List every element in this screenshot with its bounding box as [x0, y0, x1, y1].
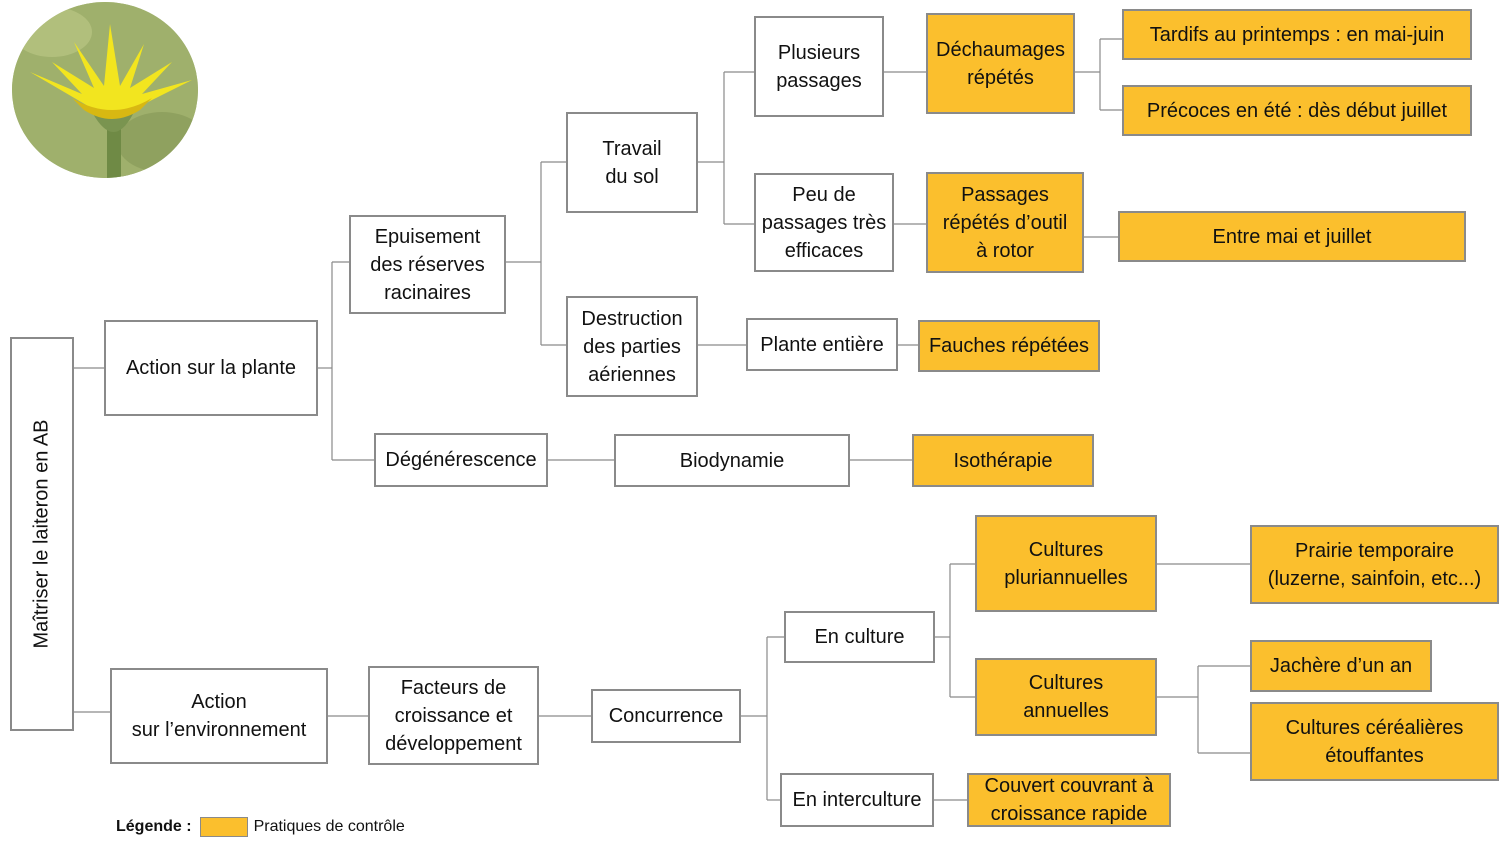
legend: Légende : Pratiques de contrôle	[116, 816, 405, 838]
root-node: Maîtriser le laiteron en AB	[10, 337, 74, 731]
node-jachere: Jachère d’un an	[1250, 640, 1432, 692]
node-plante-entiere: Plante entière	[746, 318, 898, 371]
legend-label: Légende :	[116, 818, 192, 835]
node-plusieurs-passages: Plusieurs passages	[754, 16, 884, 117]
node-cerealieres: Cultures céréalières étouffantes	[1250, 702, 1499, 781]
node-concurrence: Concurrence	[591, 689, 741, 743]
node-pluriannuelles: Cultures pluriannuelles	[975, 515, 1157, 612]
node-precoces: Précoces en été : dès début juillet	[1122, 85, 1472, 136]
node-dechaumages: Déchaumages répétés	[926, 13, 1075, 114]
root-label: Maîtriser le laiteron en AB	[30, 419, 53, 649]
node-en-culture: En culture	[784, 611, 935, 663]
node-facteurs: Facteurs de croissance et développement	[368, 666, 539, 765]
node-en-interculture: En interculture	[780, 773, 934, 827]
node-prairie: Prairie temporaire (luzerne, sainfoin, e…	[1250, 525, 1499, 604]
node-couvert: Couvert couvrant à croissance rapide	[967, 773, 1171, 827]
node-travail-sol: Travail du sol	[566, 112, 698, 213]
flower-illustration	[12, 2, 198, 178]
node-entre-mai-juillet: Entre mai et juillet	[1118, 211, 1466, 262]
node-passages-rotor: Passages répétés d’outil à rotor	[926, 172, 1084, 273]
node-tardifs: Tardifs au printemps : en mai-juin	[1122, 9, 1472, 60]
legend-swatch	[199, 817, 248, 837]
node-annuelles: Cultures annuelles	[975, 658, 1157, 736]
yellow-flower-photo	[12, 2, 198, 178]
node-peu-passages: Peu de passages très efficaces	[754, 173, 894, 272]
node-action-plante: Action sur la plante	[104, 320, 318, 416]
node-biodynamie: Biodynamie	[614, 434, 850, 487]
node-fauches: Fauches répétées	[918, 320, 1100, 372]
legend-item-label: Pratiques de contrôle	[253, 818, 405, 835]
node-destruction: Destruction des parties aériennes	[566, 296, 698, 397]
node-action-environnement: Action sur l’environnement	[110, 668, 328, 764]
node-isotherapie: Isothérapie	[912, 434, 1094, 487]
node-epuisement: Epuisement des réserves racinaires	[349, 215, 506, 314]
node-degenerescence: Dégénérescence	[374, 433, 548, 487]
